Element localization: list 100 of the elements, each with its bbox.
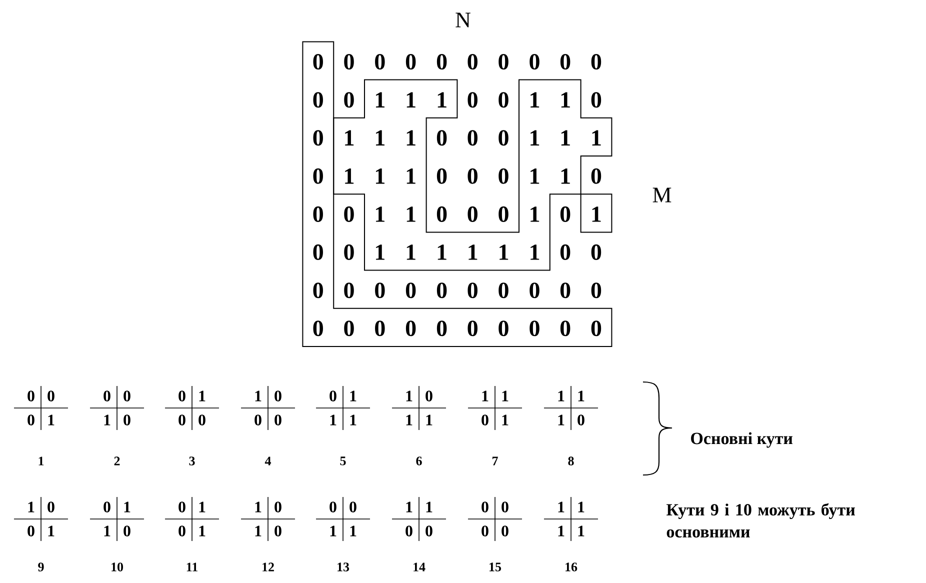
pattern-digit: 1 xyxy=(558,414,564,426)
matrix-digit: 1 xyxy=(376,244,384,260)
pattern-digit: 0 xyxy=(406,526,412,536)
matrix-digit: 1 xyxy=(530,130,540,146)
pattern-digit: 1 xyxy=(482,390,488,402)
pattern-digit: 1 xyxy=(350,526,356,536)
pattern-number: 2 xyxy=(114,456,120,466)
matrix-digit: 1 xyxy=(376,92,384,108)
pattern-digit: 1 xyxy=(350,390,356,402)
pattern-digit: 0 xyxy=(274,502,282,512)
pattern-digit: 1 xyxy=(350,414,356,426)
matrix-digit: 0 xyxy=(313,282,323,298)
matrix-digit: 0 xyxy=(498,320,508,336)
pattern-number: 13 xyxy=(338,562,350,572)
pattern-digit: 1 xyxy=(426,502,432,512)
pattern-digit: 1 xyxy=(578,526,584,536)
matrix-digit: 1 xyxy=(500,244,508,260)
pattern-digit: 0 xyxy=(124,414,130,426)
pattern-number: 1 xyxy=(38,456,44,466)
matrix-digit: 0 xyxy=(468,282,478,298)
matrix-digit: 0 xyxy=(560,244,570,260)
matrix-digit: 0 xyxy=(498,130,508,146)
pattern-digit: 1 xyxy=(199,390,206,402)
matrix-digit: 0 xyxy=(560,206,570,222)
matrix-digit: 1 xyxy=(345,130,354,146)
pattern-number: 10 xyxy=(112,562,124,572)
matrix-digit: 0 xyxy=(560,54,570,70)
matrix-digit: 0 xyxy=(591,282,602,298)
pattern-number: 12 xyxy=(262,562,274,572)
matrix-digit: 1 xyxy=(592,206,601,222)
pattern-digit: 0 xyxy=(178,390,186,402)
matrix-digit: 1 xyxy=(438,92,446,108)
matrix-digit: 1 xyxy=(406,92,416,108)
matrix-digit: 0 xyxy=(313,54,323,70)
pattern-digit: 0 xyxy=(28,526,34,536)
pattern-digit: 0 xyxy=(48,390,54,402)
pattern-digit: 1 xyxy=(124,502,130,512)
matrix-digit: 0 xyxy=(591,168,602,184)
matrix-digit: 1 xyxy=(376,130,384,146)
pattern-digit: 0 xyxy=(350,502,356,512)
matrix-digit: 0 xyxy=(498,92,508,108)
pattern-digit: 1 xyxy=(48,526,54,536)
pattern-digit: 1 xyxy=(558,390,564,402)
matrix-digit: 0 xyxy=(468,168,478,184)
matrix-digit: 0 xyxy=(498,282,508,298)
pattern-digit: 1 xyxy=(199,502,206,512)
matrix-digit: 0 xyxy=(375,320,385,336)
note-text: Основні кути xyxy=(691,432,793,448)
matrix-digit: 0 xyxy=(468,206,478,222)
pattern-digit: 1 xyxy=(104,414,110,426)
pattern-digit: 1 xyxy=(48,414,54,426)
pattern-digit: 0 xyxy=(330,390,336,402)
pattern-digit: 0 xyxy=(482,502,488,512)
pattern-digit: 0 xyxy=(578,414,584,426)
pattern-number: 9 xyxy=(38,562,44,572)
pattern-digit: 1 xyxy=(406,390,412,402)
matrix-digit: 1 xyxy=(406,168,416,184)
matrix-digit: 0 xyxy=(344,92,354,108)
matrix-digit: 0 xyxy=(344,320,354,336)
matrix-digit: 0 xyxy=(530,320,540,336)
pattern-digit: 0 xyxy=(28,414,34,426)
matrix-digit: 0 xyxy=(468,92,478,108)
matrix-digit: 0 xyxy=(591,54,602,70)
pattern-digit: 0 xyxy=(198,414,206,426)
matrix-digit: 0 xyxy=(313,168,323,184)
matrix-digit: 0 xyxy=(313,320,323,336)
pattern-digit: 1 xyxy=(199,526,206,536)
pattern-digit: 1 xyxy=(255,390,262,402)
matrix-digit: 0 xyxy=(436,320,447,336)
pattern-number: 14 xyxy=(414,562,426,572)
pattern-digit: 0 xyxy=(104,390,110,402)
pattern-digit: 1 xyxy=(104,526,110,536)
pattern-digit: 0 xyxy=(28,390,34,402)
pattern-digit: 0 xyxy=(426,390,432,402)
pattern-digit: 0 xyxy=(178,502,186,512)
matrix-digit: 0 xyxy=(498,206,508,222)
matrix-digit: 1 xyxy=(561,130,570,146)
matrix-digit: 0 xyxy=(344,206,354,222)
matrix-digit: 1 xyxy=(376,206,384,222)
pattern-number: 16 xyxy=(566,562,578,572)
axis-letter: N xyxy=(456,12,470,28)
pattern-digit: 0 xyxy=(482,526,488,536)
matrix-digit: 0 xyxy=(344,282,354,298)
matrix-digit: 0 xyxy=(436,168,447,184)
pattern-digit: 1 xyxy=(406,502,412,512)
matrix-digit: 1 xyxy=(406,206,416,222)
pattern-digit: 1 xyxy=(255,502,262,512)
matrix-digit: 0 xyxy=(406,54,416,70)
matrix-digit: 0 xyxy=(436,130,447,146)
matrix-digit: 0 xyxy=(498,168,508,184)
pattern-digit: 0 xyxy=(178,526,186,536)
pattern-digit: 0 xyxy=(178,414,186,426)
matrix-digit: 0 xyxy=(468,130,478,146)
matrix-digit: 1 xyxy=(561,168,570,184)
pattern-digit: 0 xyxy=(124,526,130,536)
pattern-digit: 1 xyxy=(502,390,508,402)
pattern-digit: 1 xyxy=(28,502,34,512)
matrix-digit: 0 xyxy=(436,54,447,70)
matrix-digit: 1 xyxy=(345,168,354,184)
pattern-digit: 0 xyxy=(330,502,336,512)
